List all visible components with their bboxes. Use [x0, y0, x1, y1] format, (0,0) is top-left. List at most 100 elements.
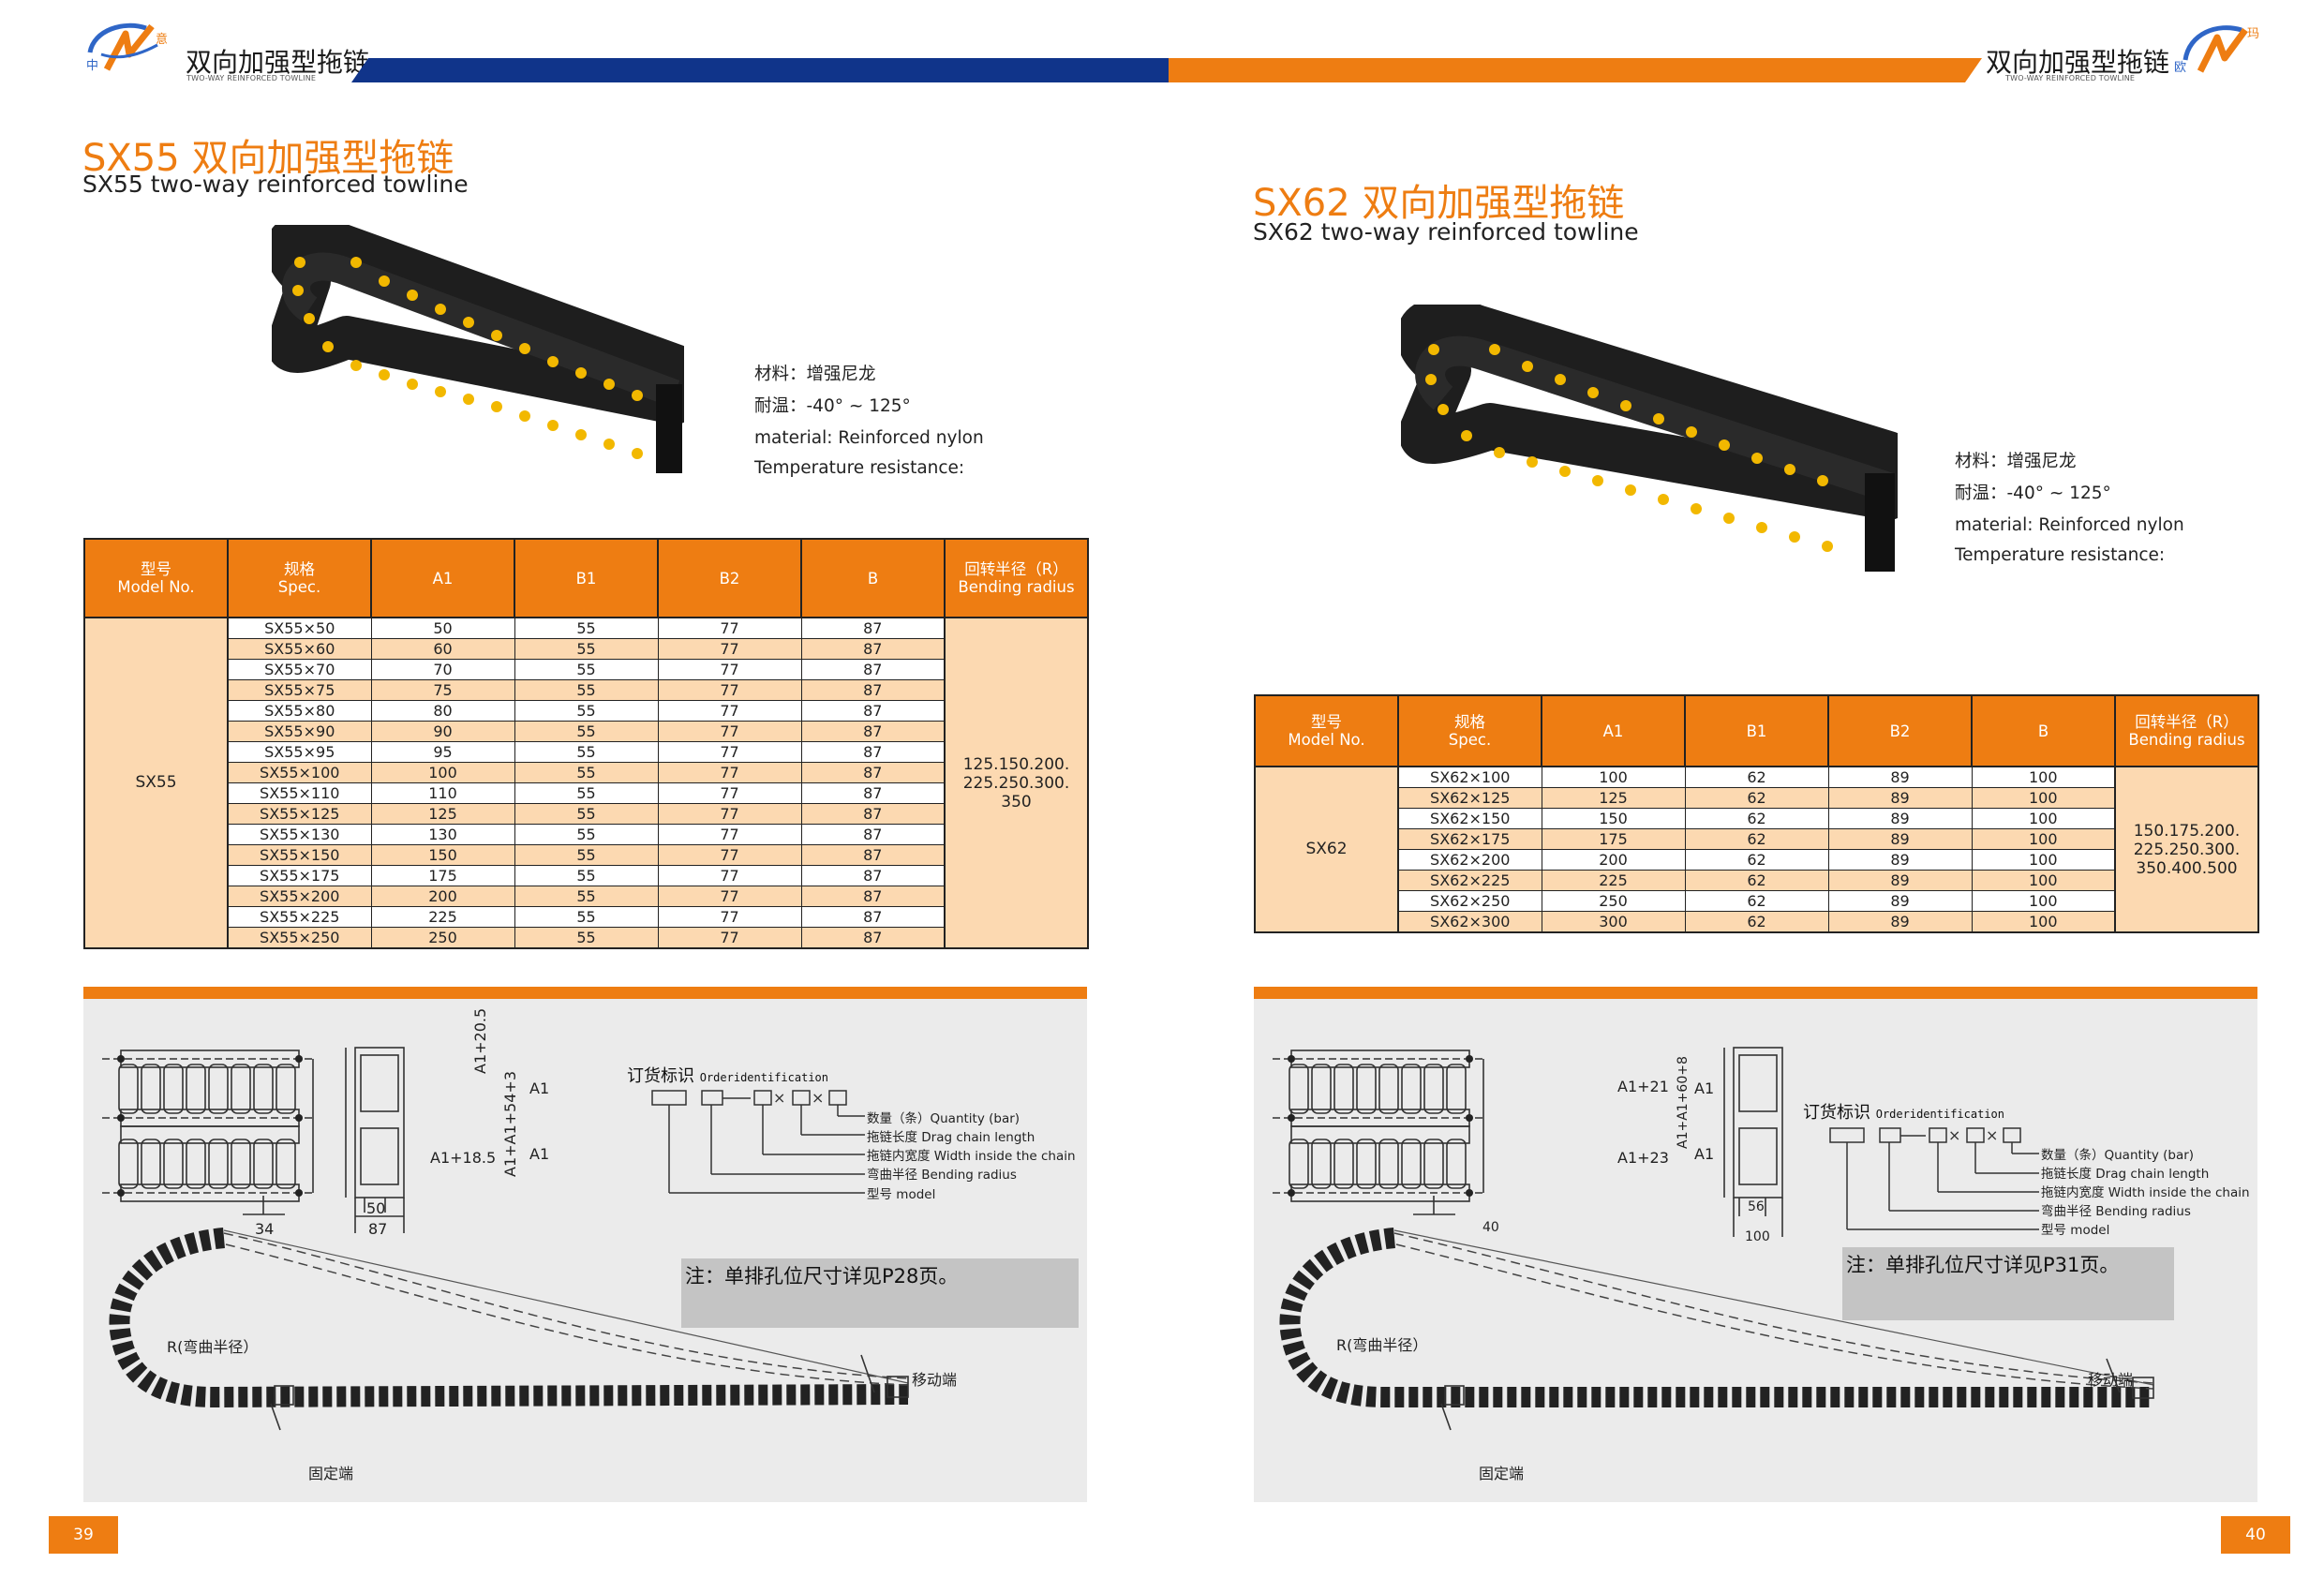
section-subtitle-sx62: SX62 two-way reinforced towline [1253, 218, 1639, 246]
b-cell: 100 [1971, 849, 2116, 871]
dimension-a1-20-5: A1+20.5 [471, 1007, 489, 1074]
a1-cell: 125 [370, 803, 515, 825]
b2-cell: 77 [657, 638, 802, 660]
spec-cell: SX55×125 [227, 803, 372, 825]
spec-temperature-en-sx55: Temperature resistance: [754, 458, 965, 478]
a1-cell: 150 [1541, 808, 1686, 829]
b2-cell: 77 [657, 679, 802, 701]
logo-char-2: 玛 [2247, 27, 2259, 41]
b-cell: 100 [1971, 828, 2116, 850]
b-cell: 87 [800, 617, 946, 639]
b2-cell: 89 [1827, 808, 1973, 829]
b2-cell: 77 [657, 886, 802, 907]
order-label-bending-radius: 弯曲半径 Bending radius [867, 1168, 1017, 1183]
spec-material-en-sx62: material: Reinforced nylon [1955, 515, 2184, 535]
order-label-quantity: 数量（条）Quantity (bar) [867, 1111, 1020, 1126]
spec-cell: SX55×100 [227, 762, 372, 783]
svg-text:×: × [1986, 1126, 1998, 1144]
column-header-bending-radius: 回转半径（R）Bending radius [944, 538, 1089, 618]
b1-cell: 55 [514, 679, 659, 701]
b2-cell: 77 [657, 617, 802, 639]
b1-cell: 62 [1684, 870, 1829, 891]
b1-cell: 55 [514, 700, 659, 722]
column-header-b1: B1 [514, 538, 659, 618]
dimension-a1-bottom: A1 [529, 1145, 550, 1163]
order-identification-title: 订货标识 Orderidentification [1803, 1103, 2005, 1123]
b1-cell: 55 [514, 927, 659, 949]
a1-cell: 100 [370, 762, 515, 783]
b1-cell: 62 [1684, 828, 1829, 850]
spec-cell: SX55×80 [227, 700, 372, 722]
column-header-bending-radius: 回转半径（R）Bending radius [2114, 694, 2259, 767]
a1-cell: 95 [370, 741, 515, 763]
b2-cell: 89 [1827, 787, 1973, 809]
bending-radius-label: R(弯曲半径） [167, 1338, 259, 1356]
note-text: 注：单排孔位尺寸详见P31页。 [1846, 1254, 2120, 1276]
bending-radius-line: 125.150.200. [962, 754, 1070, 774]
dimension-outer-width: 87 [368, 1220, 388, 1238]
column-header-a1: A1 [1541, 694, 1686, 767]
dimension-inner-width: 56 [1748, 1199, 1765, 1214]
diagram-panel-top-bar-sx62 [1254, 987, 2257, 999]
dimension-total-width: A1+A1+60+8 [1676, 1056, 1691, 1149]
diagram-panel-sx55: ×× A1+20.5 A1+18.5 A1+A1+54+3 A1 A1 34 5… [83, 999, 1087, 1502]
spec-cell: SX55×90 [227, 721, 372, 742]
a1-cell: 75 [370, 679, 515, 701]
a1-cell: 175 [1541, 828, 1686, 850]
b2-cell: 77 [657, 659, 802, 680]
column-header-b2: B2 [657, 538, 802, 618]
b-cell: 87 [800, 782, 946, 804]
a1-cell: 200 [1541, 849, 1686, 871]
b2-cell: 77 [657, 721, 802, 742]
spec-cell: SX55×225 [227, 906, 372, 928]
header-bar-blue [351, 58, 1169, 82]
header-subtitle-right: TWO-WAY REINFORCED TOWLINE [2005, 74, 2136, 82]
spec-temperature-cn-sx62: 耐温：-40° ~ 125° [1955, 484, 2111, 503]
logo-char-1: 中 [86, 59, 98, 73]
b1-cell: 62 [1684, 890, 1829, 912]
header-subtitle-left: TWO-WAY REINFORCED TOWLINE [186, 74, 317, 82]
b2-cell: 77 [657, 865, 802, 886]
a1-cell: 80 [370, 700, 515, 722]
b2-cell: 89 [1827, 766, 1973, 788]
spec-cell: SX62×300 [1397, 911, 1542, 933]
b-cell: 87 [800, 844, 946, 866]
order-label-inner-width: 拖链内宽度 Width inside the chain [867, 1149, 1076, 1164]
a1-cell: 100 [1541, 766, 1686, 788]
bending-radius-line: 350 [1001, 792, 1032, 811]
b1-cell: 55 [514, 782, 659, 804]
a1-cell: 70 [370, 659, 515, 680]
b2-cell: 77 [657, 700, 802, 722]
b-cell: 100 [1971, 890, 2116, 912]
technical-drawing-sx62: ×× [1273, 1047, 2154, 1431]
dimension-pitch: 40 [1482, 1220, 1499, 1235]
diagram-panel-top-bar-sx55 [83, 987, 1087, 999]
note-box-sx55: 注：单排孔位尺寸详见P28页。 [681, 1258, 1079, 1328]
order-label-model: 型号 model [867, 1187, 936, 1202]
b2-cell: 89 [1827, 890, 1973, 912]
b-cell: 87 [800, 886, 946, 907]
dimension-inner-width: 50 [366, 1199, 386, 1217]
a1-cell: 200 [370, 886, 515, 907]
b-cell: 100 [1971, 911, 2116, 933]
b-cell: 87 [800, 721, 946, 742]
a1-cell: 130 [370, 824, 515, 845]
note-box-sx62: 注：单排孔位尺寸详见P31页。 [1842, 1247, 2174, 1320]
dimension-a1-18-5: A1+18.5 [430, 1149, 497, 1167]
b2-cell: 77 [657, 824, 802, 845]
column-header-b: B [800, 538, 946, 618]
spec-cell: SX55×250 [227, 927, 372, 949]
a1-cell: 225 [370, 906, 515, 928]
a1-cell: 250 [370, 927, 515, 949]
b1-cell: 62 [1684, 911, 1829, 933]
